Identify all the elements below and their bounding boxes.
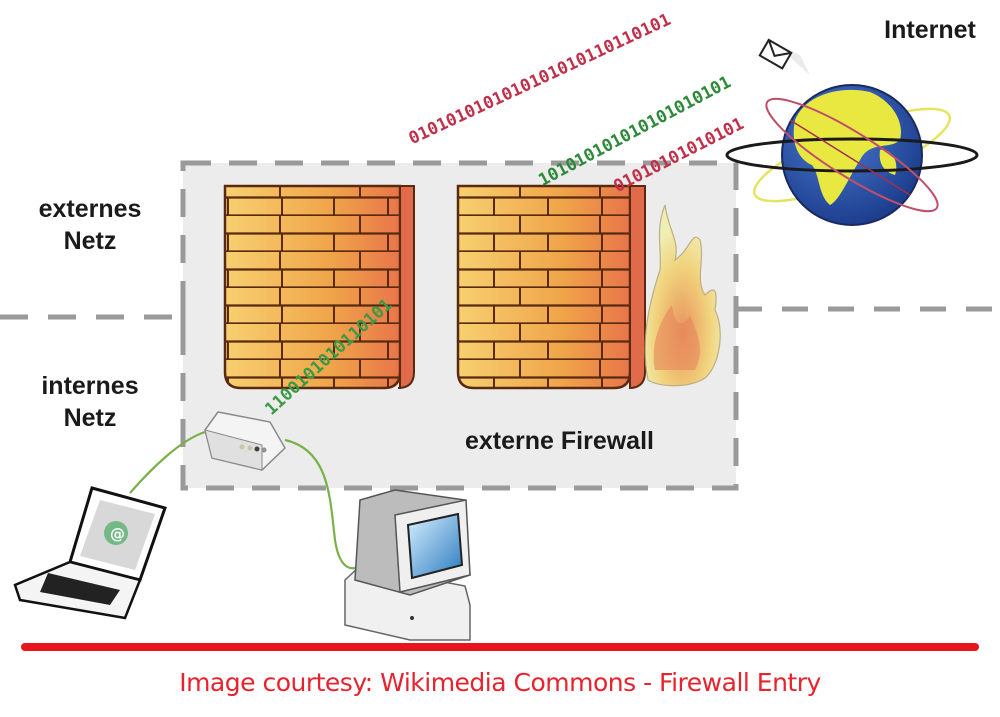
network-boundary-line — [0, 296, 1000, 329]
external-network-label-line2: Netz — [63, 227, 117, 255]
router-icon — [204, 411, 286, 471]
external-network-label: externes Netz — [10, 193, 170, 257]
internal-network-label-line2: Netz — [63, 404, 117, 432]
external-network-label-line1: externes — [38, 195, 142, 223]
envelope-icon — [758, 38, 810, 75]
fire-icon — [644, 204, 721, 387]
internet-globe-icon — [725, 84, 979, 226]
firewall-label: externe Firewall — [465, 427, 654, 455]
svg-text:@: @ — [110, 525, 125, 543]
image-caption: Image courtesy: Wikimedia Commons - Fire… — [179, 668, 821, 697]
internal-network-label-line1: internes — [41, 372, 139, 400]
laptop-icon: @ — [13, 486, 167, 620]
brick-wall-icon — [456, 184, 646, 390]
network-cable — [129, 430, 356, 570]
internet-label: Internet — [884, 16, 976, 44]
brick-wall-icon — [223, 184, 415, 390]
internal-network-label: internes Netz — [10, 370, 170, 434]
desktop-computer-icon — [344, 489, 471, 641]
